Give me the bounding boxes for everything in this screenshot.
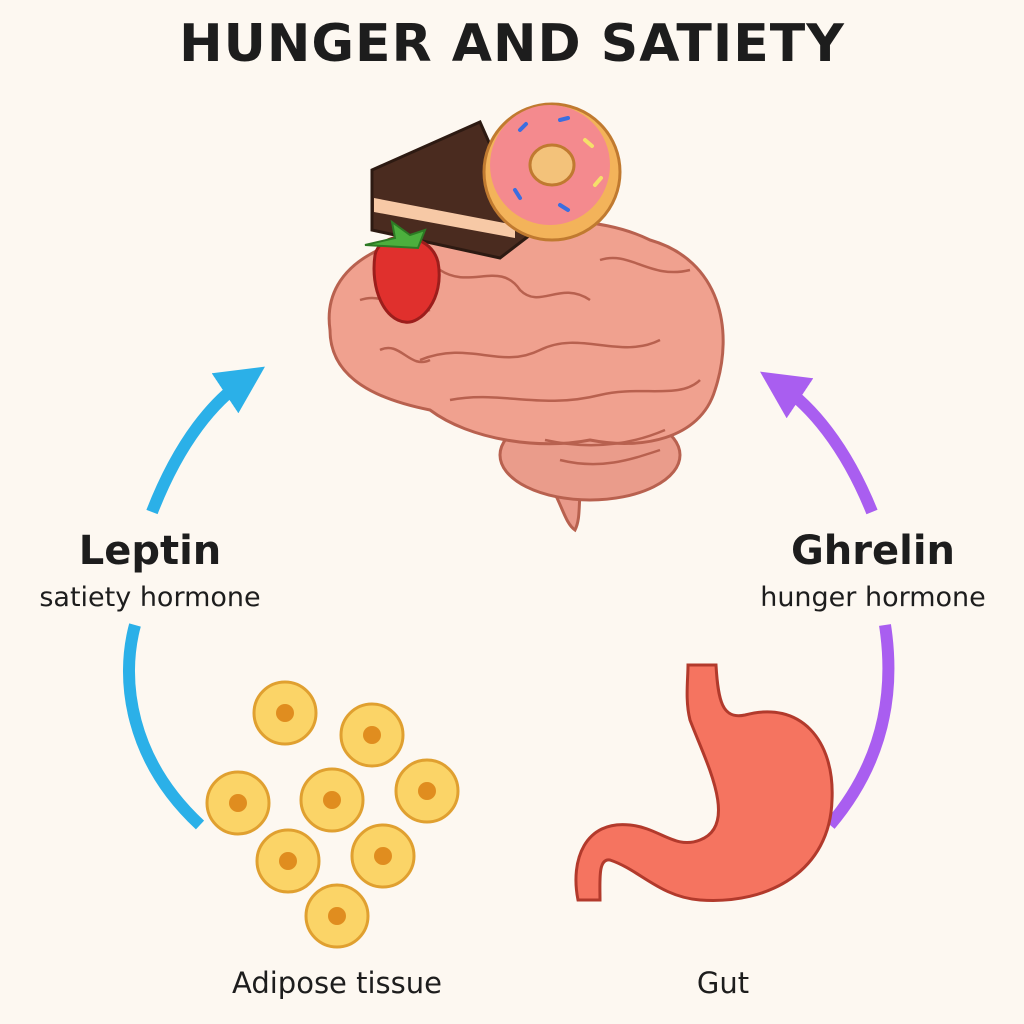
leptin-label: Leptin [78, 528, 222, 574]
adipose-tissue-label: Adipose tissue [232, 966, 442, 1000]
ghrelin-description: hunger hormone [760, 582, 986, 613]
stomach-icon [574, 663, 834, 902]
ghrelin-arrow-icon [760, 371, 895, 829]
leptin-description: satiety hormone [39, 582, 261, 613]
donut-icon [482, 102, 622, 242]
leptin-arrow-icon [122, 366, 265, 830]
gut-label: Gut [696, 966, 750, 1000]
strawberry-icon [364, 219, 441, 324]
page-title: HUNGER AND SATIETY [179, 14, 845, 74]
ghrelin-label: Ghrelin [790, 528, 956, 574]
fat-cells-icon [205, 680, 460, 949]
